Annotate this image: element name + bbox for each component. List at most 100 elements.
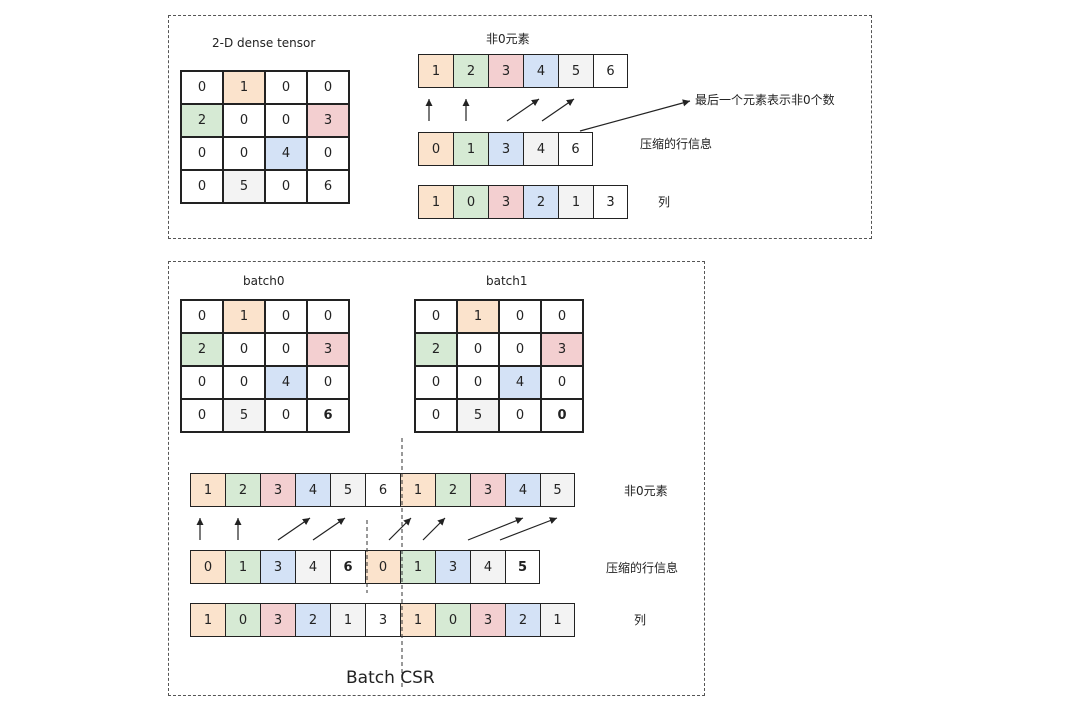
value-cell: 0 xyxy=(223,366,265,399)
batch1-title: batch1 xyxy=(486,274,528,288)
value-cell: 3 xyxy=(488,54,523,88)
value-cell: 0 xyxy=(225,603,260,637)
batch0-title: batch0 xyxy=(243,274,285,288)
value-cell: 1 xyxy=(190,473,225,507)
top-cols-label: 列 xyxy=(658,195,671,209)
value-cell: 3 xyxy=(593,185,628,219)
value-cell: 0 xyxy=(181,137,223,170)
value-cell: 5 xyxy=(540,473,575,507)
value-cell: 0 xyxy=(181,71,223,104)
value-cell: 3 xyxy=(470,603,505,637)
value-cell: 5 xyxy=(457,399,499,432)
value-cell: 1 xyxy=(453,132,488,166)
value-cell: 5 xyxy=(505,550,540,584)
value-cell: 0 xyxy=(181,366,223,399)
value-cell: 0 xyxy=(265,104,307,137)
top-panel xyxy=(168,15,872,239)
value-cell: 0 xyxy=(265,333,307,366)
value-cell: 6 xyxy=(558,132,593,166)
value-cell: 0 xyxy=(415,300,457,333)
value-cell: 3 xyxy=(470,473,505,507)
value-cell: 5 xyxy=(330,473,365,507)
value-cell: 0 xyxy=(181,300,223,333)
value-cell: 2 xyxy=(435,473,470,507)
value-cell: 1 xyxy=(223,300,265,333)
value-cell: 4 xyxy=(470,550,505,584)
value-cell: 4 xyxy=(505,473,540,507)
value-cell: 0 xyxy=(415,366,457,399)
value-cell: 5 xyxy=(558,54,593,88)
value-cell: 4 xyxy=(265,366,307,399)
value-cell: 6 xyxy=(365,473,400,507)
top-crows-label: 压缩的行信息 xyxy=(640,137,713,151)
value-cell: 0 xyxy=(265,399,307,432)
value-cell: 0 xyxy=(457,366,499,399)
value-cell: 1 xyxy=(418,185,453,219)
value-cell: 1 xyxy=(400,603,435,637)
value-cell: 4 xyxy=(523,132,558,166)
value-cell: 2 xyxy=(295,603,330,637)
value-cell: 1 xyxy=(540,603,575,637)
value-cell: 3 xyxy=(365,603,400,637)
value-cell: 3 xyxy=(541,333,583,366)
batch-crows-label: 压缩的行信息 xyxy=(606,561,679,575)
value-cell: 0 xyxy=(223,104,265,137)
value-cell: 6 xyxy=(593,54,628,88)
dense-tensor-title: 2-D dense tensor xyxy=(212,36,316,50)
value-cell: 0 xyxy=(418,132,453,166)
value-cell: 0 xyxy=(415,399,457,432)
value-cell: 0 xyxy=(453,185,488,219)
value-cell: 3 xyxy=(307,333,349,366)
value-cell: 0 xyxy=(541,399,583,432)
value-cell: 4 xyxy=(265,137,307,170)
value-cell: 1 xyxy=(457,300,499,333)
value-cell: 2 xyxy=(505,603,540,637)
value-cell: 2 xyxy=(415,333,457,366)
value-cell: 4 xyxy=(523,54,558,88)
value-cell: 5 xyxy=(223,170,265,203)
value-cell: 0 xyxy=(265,300,307,333)
value-cell: 2 xyxy=(523,185,558,219)
batch-values-label: 非0元素 xyxy=(624,484,668,498)
value-cell: 4 xyxy=(295,550,330,584)
value-cell: 1 xyxy=(558,185,593,219)
batch-csr-caption: Batch CSR xyxy=(346,668,435,688)
value-cell: 1 xyxy=(418,54,453,88)
value-cell: 3 xyxy=(307,104,349,137)
batch-cols-label: 列 xyxy=(634,613,647,627)
value-cell: 3 xyxy=(260,603,295,637)
value-cell: 0 xyxy=(265,71,307,104)
value-cell: 5 xyxy=(223,399,265,432)
value-cell: 1 xyxy=(400,473,435,507)
value-cell: 6 xyxy=(307,399,349,432)
value-cell: 1 xyxy=(330,603,365,637)
value-cell: 0 xyxy=(435,603,470,637)
last-element-note: 最后一个元素表示非0个数 xyxy=(695,93,835,107)
value-cell: 0 xyxy=(265,170,307,203)
value-cell: 0 xyxy=(223,333,265,366)
value-cell: 2 xyxy=(225,473,260,507)
value-cell: 0 xyxy=(181,170,223,203)
value-cell: 4 xyxy=(499,366,541,399)
value-cell: 2 xyxy=(453,54,488,88)
value-cell: 0 xyxy=(307,71,349,104)
top-nonzero-title: 非0元素 xyxy=(486,32,530,46)
value-cell: 0 xyxy=(307,366,349,399)
value-cell: 2 xyxy=(181,333,223,366)
value-cell: 0 xyxy=(499,300,541,333)
value-cell: 3 xyxy=(260,473,295,507)
value-cell: 1 xyxy=(223,71,265,104)
value-cell: 1 xyxy=(190,603,225,637)
value-cell: 3 xyxy=(488,185,523,219)
value-cell: 0 xyxy=(190,550,225,584)
value-cell: 0 xyxy=(541,366,583,399)
value-cell: 0 xyxy=(499,399,541,432)
value-cell: 0 xyxy=(365,550,400,584)
value-cell: 6 xyxy=(307,170,349,203)
